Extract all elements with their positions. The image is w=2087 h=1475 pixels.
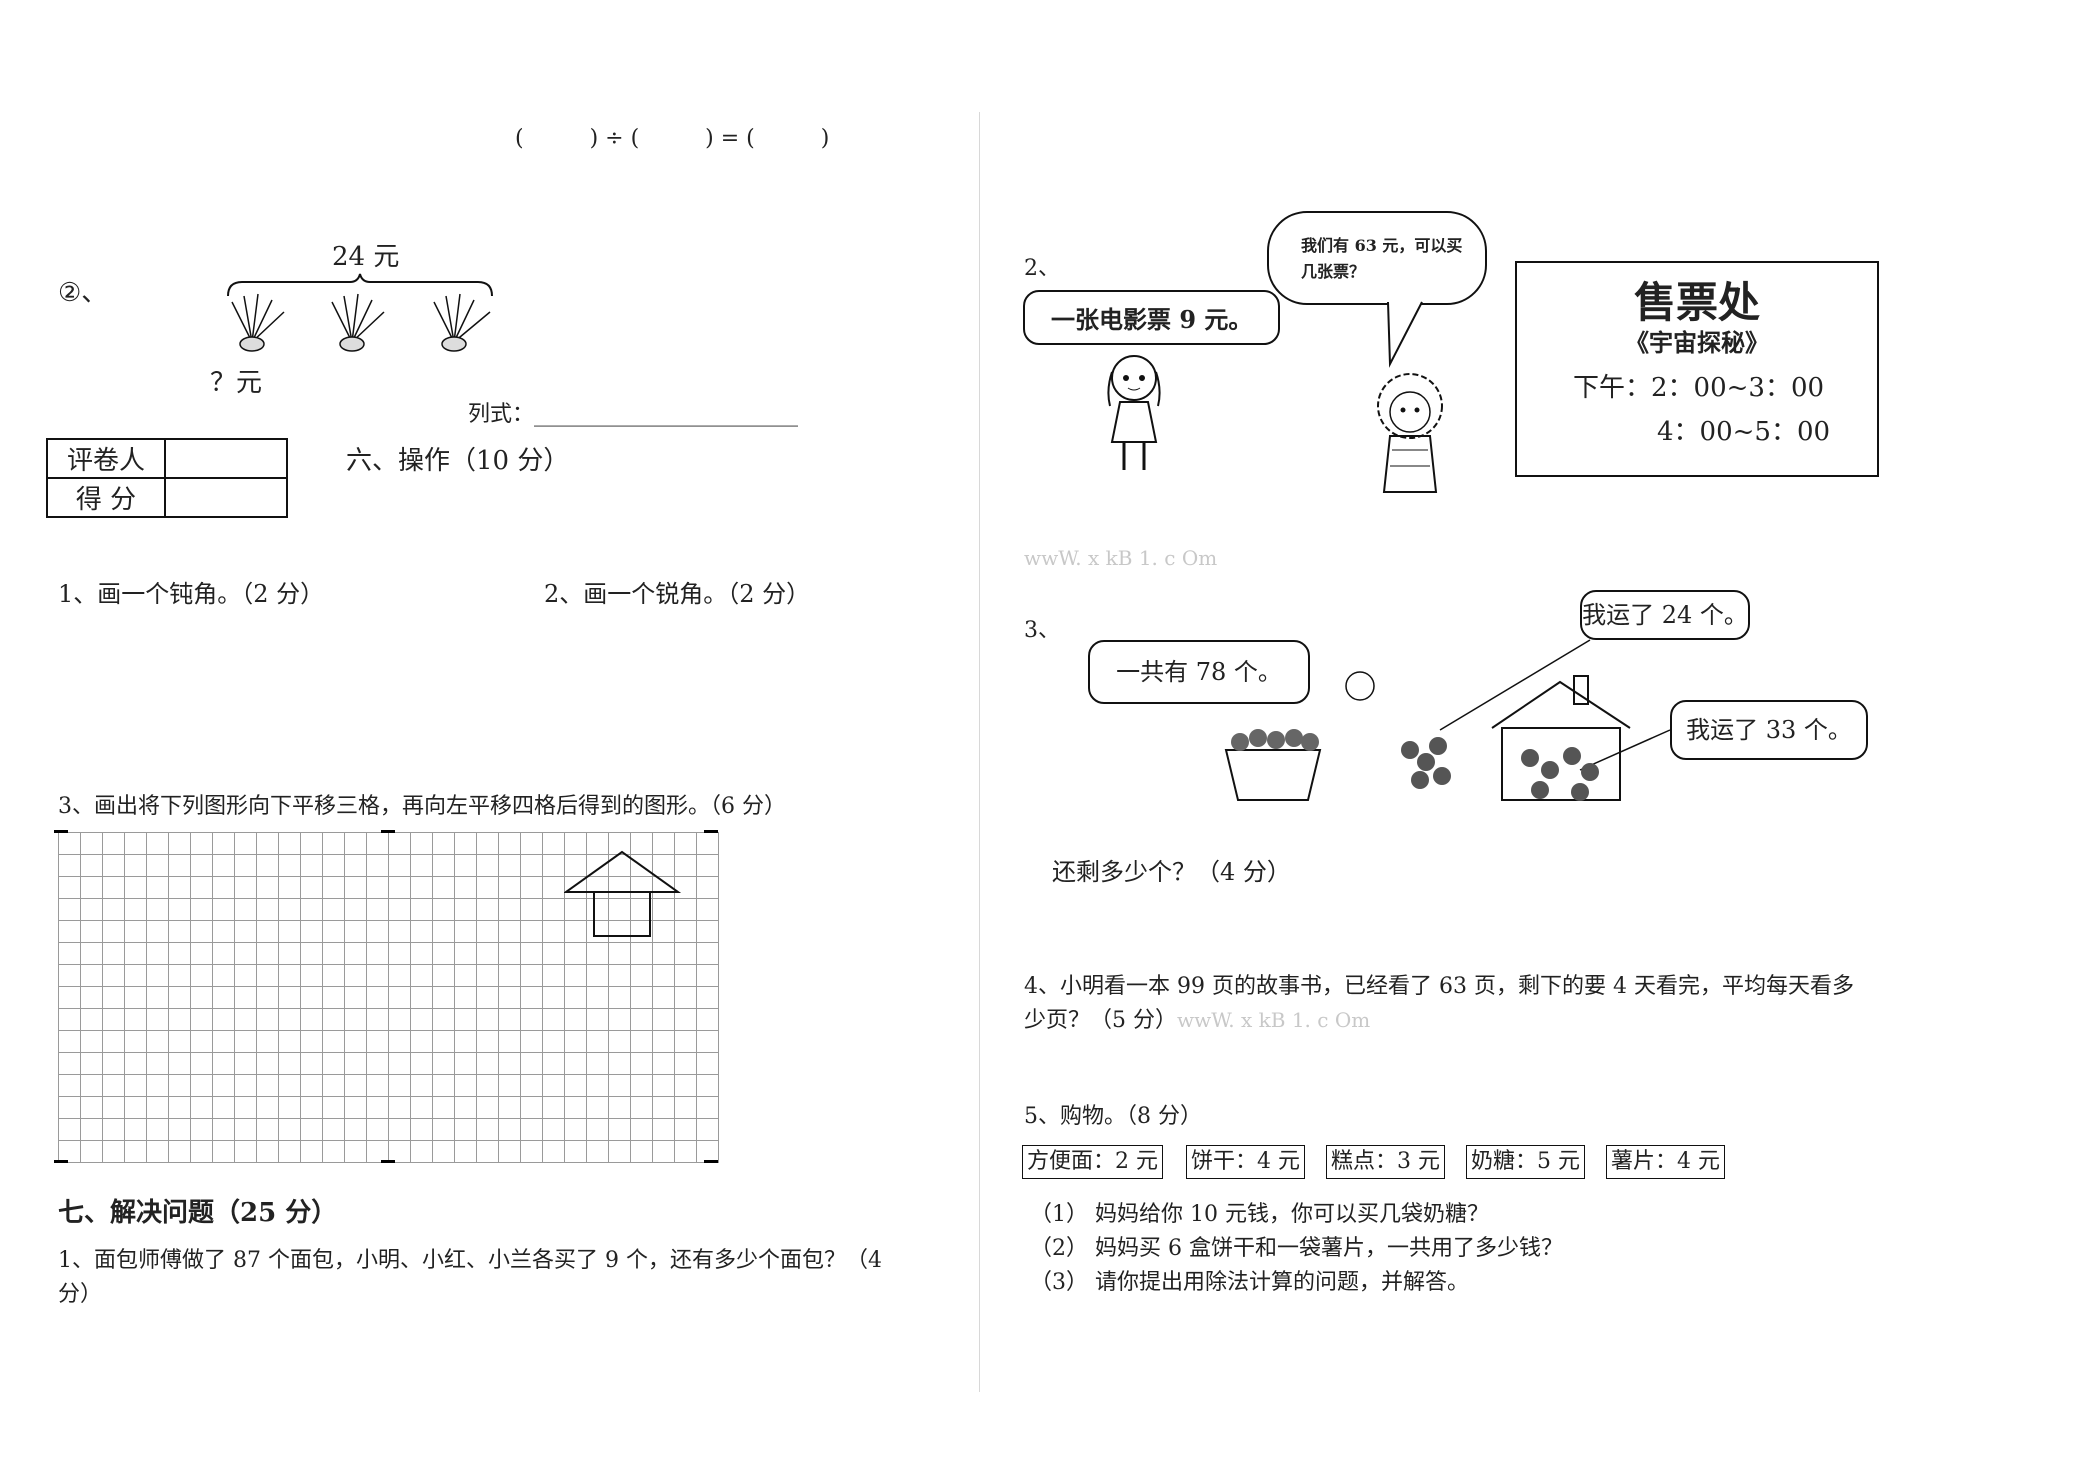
bubble-boy-line2: 几张票？: [1301, 262, 1366, 281]
q2-unknown-label: ？元: [210, 368, 263, 398]
showtime-1: 下午：2：00~3：00: [1573, 373, 1825, 403]
arrow-house-shape: [564, 850, 682, 937]
bubble-33-text: 我运了 33 个。: [1686, 716, 1852, 744]
grid-corner-mark: [381, 830, 395, 833]
q2-total-label: 24 元: [332, 242, 400, 272]
apples-pile-icon: [1521, 747, 1599, 801]
shuttlecock-icon: [331, 293, 385, 352]
q4-line2-text: 少页？（5 分）: [1024, 1008, 1177, 1033]
q5-sub3: （3） 请你提出用除法计算的问题，并解答。: [1030, 1270, 1469, 1295]
price-tag-pastry: 糕点：3 元: [1326, 1145, 1445, 1179]
section6-title: 六、操作（10 分）: [346, 446, 570, 476]
price-tag-milk-candy: 奶糖：5 元: [1466, 1145, 1585, 1179]
score-label: 得 分: [46, 477, 166, 518]
q2-marker: ②、: [58, 278, 108, 308]
showtime-2: 4：00~5：00: [1657, 417, 1831, 447]
price-tag-chips: 薯片：4 元: [1606, 1145, 1725, 1179]
price-tag-biscuits: 饼干：4 元: [1186, 1145, 1305, 1179]
shuttlecock-icon: [433, 293, 491, 352]
shuttlecock-icon: [231, 293, 285, 352]
speech-bubble-total: 一共有 78 个。: [1088, 640, 1310, 704]
speech-bubble-33: 我运了 33 个。: [1670, 700, 1868, 760]
grid-corner-mark: [704, 830, 718, 833]
q6-2: 2、画一个锐角。（2 分）: [544, 580, 811, 608]
r-q2-marker: 2、: [1024, 256, 1060, 281]
bubble-24-text: 我运了 24 个。: [1582, 601, 1748, 629]
girl-figure: [1107, 355, 1161, 470]
q2-formula-line: 列式：________________________: [468, 402, 799, 427]
section7-title: 七、解决问题（25 分）: [58, 1198, 338, 1228]
q7-1-line2: 分）: [58, 1282, 103, 1307]
movie-title: 《宇宙探秘》: [1625, 328, 1769, 357]
speech-bubble-24: 我运了 24 个。: [1580, 590, 1750, 640]
watermark: wwW. x kB 1. c Om: [1177, 1008, 1371, 1032]
bubble-boy-line1: 我们有 63 元，可以买: [1301, 236, 1463, 255]
brace-shape: [227, 273, 493, 297]
q5-title: 5、购物。（8 分）: [1024, 1104, 1202, 1129]
q7-1-line1: 1、面包师傅做了 87 个面包，小明、小红、小兰各买了 9 个，还有多少个面包？…: [58, 1248, 882, 1273]
ticket-office-title: 售票处: [1633, 278, 1760, 327]
q5-sub2: （2） 妈妈买 6 盒饼干和一袋薯片，一共用了多少钱？: [1030, 1236, 1563, 1261]
grid-corner-mark: [54, 1160, 68, 1163]
drawing-grid[interactable]: [58, 832, 719, 1163]
apple-basket-icon: [1224, 729, 1322, 801]
q6-3: 3、画出将下列图形向下平移三格，再向左平移四格后得到的图形。（6 分）: [58, 794, 786, 819]
q4-line2: 少页？（5 分）wwW. x kB 1. c Om: [1024, 1002, 1370, 1034]
equation-top: ( ) ÷ ( ) = ( ): [515, 126, 830, 151]
q6-1: 1、画一个钝角。（2 分）: [58, 580, 325, 608]
speech-bubble-girl: 一张电影票 9 元。: [1023, 290, 1281, 345]
apples-pile-icon: [1401, 737, 1451, 789]
apple-warehouse-illustration: [1224, 639, 1671, 801]
ticket-office-sign: 售票处 《宇宙探秘》 下午：2：00~3：00 4：00~5：00: [1515, 261, 1879, 477]
curly-hair-child-figure: [1377, 373, 1443, 493]
warehouse-icon: [1491, 675, 1631, 801]
bubble-tail: [1387, 301, 1423, 368]
shuttlecock-illustration: [227, 273, 493, 352]
grid-corner-mark: [54, 830, 68, 833]
bubble-total-text: 一共有 78 个。: [1116, 658, 1282, 686]
q3-question: 还剩多少个？（4 分）: [1052, 858, 1291, 886]
price-tag-noodles: 方便面：2 元: [1022, 1145, 1163, 1179]
watermark: wwW. x kB 1. c Om: [1024, 546, 1218, 570]
column-divider: [979, 112, 980, 1392]
grader-label: 评卷人: [46, 438, 166, 479]
q4-line1: 4、小明看一本 99 页的故事书，已经看了 63 页，剩下的要 4 天看完，平均…: [1024, 974, 1854, 999]
q5-sub1: （1） 妈妈给你 10 元钱，你可以买几袋奶糖？: [1030, 1202, 1489, 1227]
grid-corner-mark: [704, 1160, 718, 1163]
speech-bubble-boy: 我们有 63 元，可以买 几张票？: [1267, 211, 1487, 305]
score-cell[interactable]: [164, 477, 288, 518]
grid-corner-mark: [381, 1160, 395, 1163]
chick-icon: [1345, 671, 1375, 701]
bubble-girl-text: 一张电影票 9 元。: [1051, 305, 1253, 334]
grader-cell[interactable]: [164, 438, 288, 479]
r-q3-marker: 3、: [1024, 618, 1060, 643]
score-table: 评卷人 得 分: [46, 438, 288, 518]
